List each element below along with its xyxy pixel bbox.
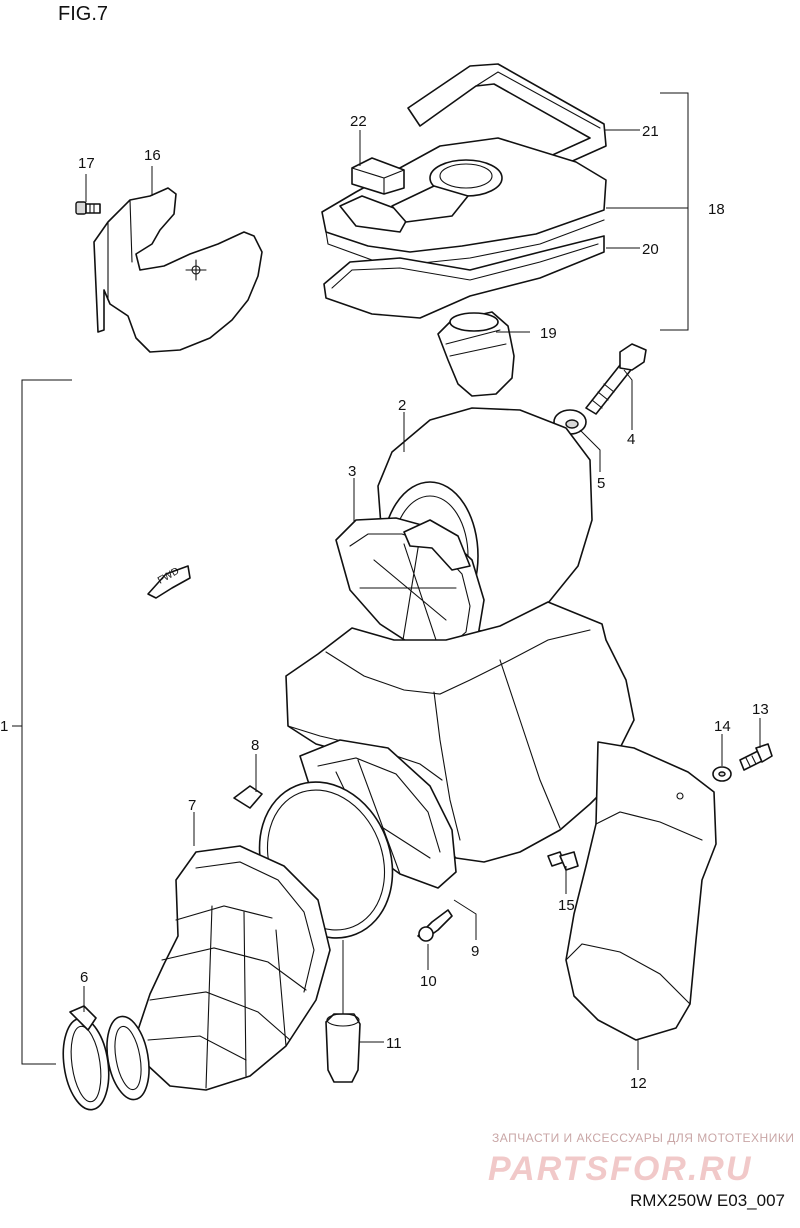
callout-20: 20: [642, 241, 659, 258]
callout-14: 14: [714, 718, 731, 735]
callout-15: 15: [558, 897, 575, 914]
callout-6: 6: [80, 969, 88, 986]
filter-cage-3: [335, 517, 485, 657]
watermark-brand: PARTSFOR.RU: [488, 1150, 752, 1188]
callout-16: 16: [144, 147, 161, 164]
bolt-15: [547, 851, 579, 871]
air-duct-12: [565, 741, 717, 1041]
bolt-17: [75, 201, 101, 215]
washer-14: [712, 766, 732, 782]
callout-1: 1: [0, 718, 8, 735]
callout-7: 7: [188, 797, 196, 814]
clamp-band-6: [62, 1005, 110, 1111]
figure-title: FIG.7: [58, 3, 108, 25]
bracket-line-1: [21, 379, 72, 1065]
watermark-caption: ЗАПЧАСТИ И АКСЕССУАРЫ ДЛЯ МОТОТЕХНИКИ: [492, 1131, 794, 1145]
callout-10: 10: [420, 973, 437, 990]
bracket-line-18: [660, 92, 689, 331]
cap-22: [351, 157, 405, 195]
callout-19: 19: [540, 325, 557, 342]
callout-4: 4: [627, 431, 635, 448]
bolt-13: [739, 743, 773, 771]
callout-21: 21: [642, 123, 659, 140]
fwd-arrow: FWD: [147, 565, 191, 599]
callout-8: 8: [251, 737, 259, 754]
washer-5: [553, 409, 587, 435]
callout-9: 9: [471, 943, 479, 960]
callout-22: 22: [350, 113, 367, 130]
bolt-4: [585, 343, 647, 415]
outlet-tube-7: [106, 845, 331, 1101]
callout-13: 13: [752, 701, 769, 718]
screw-10: [417, 909, 453, 942]
bracket-16: [93, 187, 263, 353]
filter-cover-18: [321, 137, 607, 265]
tube-19: [437, 311, 515, 397]
callout-2: 2: [398, 397, 406, 414]
callout-11: 11: [386, 1035, 402, 1052]
callout-18: 18: [708, 201, 725, 218]
drawing-code: RMX250W E03_007: [630, 1191, 785, 1210]
callout-3: 3: [348, 463, 356, 480]
callout-labels: 1 2 3 4 5 6 7 8 9 10 11 12 13 14 15 16 1…: [0, 113, 769, 1092]
seal-20: [323, 235, 605, 319]
leader-lines: [83, 129, 761, 1070]
callout-5: 5: [597, 475, 605, 492]
drain-cap-11: [325, 1013, 361, 1083]
callout-17: 17: [78, 155, 95, 172]
callout-12: 12: [630, 1075, 647, 1092]
